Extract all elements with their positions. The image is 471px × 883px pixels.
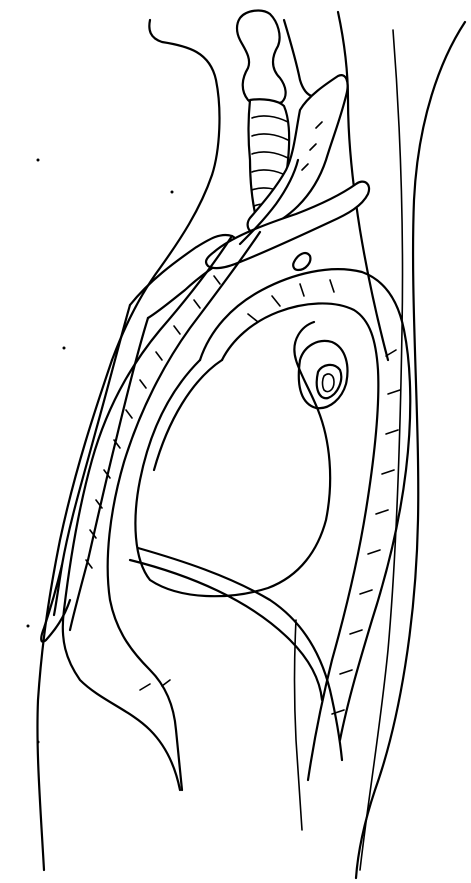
dot-4 xyxy=(27,625,30,628)
back-outline xyxy=(356,22,465,878)
aorta-hatch-1 xyxy=(386,350,396,356)
dot-1 xyxy=(37,159,40,162)
dot-3 xyxy=(63,347,66,350)
catheter-hatch-5 xyxy=(140,380,146,388)
small-vessel-branch xyxy=(293,253,310,270)
aorta-hatch-3 xyxy=(386,430,398,434)
arch-hatch-4 xyxy=(248,314,258,322)
catheter-hatch-3 xyxy=(174,326,180,334)
catheter-hatch-4 xyxy=(156,352,162,360)
aorta-hatch-9 xyxy=(340,670,352,674)
aorta-hatch-5 xyxy=(376,510,388,514)
aorta-hatch-4 xyxy=(382,470,394,474)
catheter-hatch-6 xyxy=(126,410,132,418)
back-inner-outline xyxy=(360,30,403,870)
aorta-hatch-2 xyxy=(388,390,400,394)
aorta-hatch-7 xyxy=(360,590,372,594)
arch-hatch-1 xyxy=(330,280,334,292)
heart-left-border xyxy=(154,360,222,470)
catheter-hatch-12 xyxy=(140,684,150,690)
catheter-hatch-2 xyxy=(194,300,200,308)
aorta-hatch-6 xyxy=(368,550,380,554)
catheter-hatch-13 xyxy=(162,680,170,686)
dot-5 xyxy=(37,741,40,744)
catheter-hatch-1 xyxy=(214,276,220,284)
larynx-cartilage xyxy=(237,11,286,107)
aortic-arch-outer xyxy=(200,269,410,740)
arch-hatch-2 xyxy=(300,284,304,296)
arch-hatch-3 xyxy=(272,296,280,306)
dot-2 xyxy=(171,191,174,194)
diaphragm-curve xyxy=(138,548,342,760)
aorta-hatch-8 xyxy=(350,630,362,634)
